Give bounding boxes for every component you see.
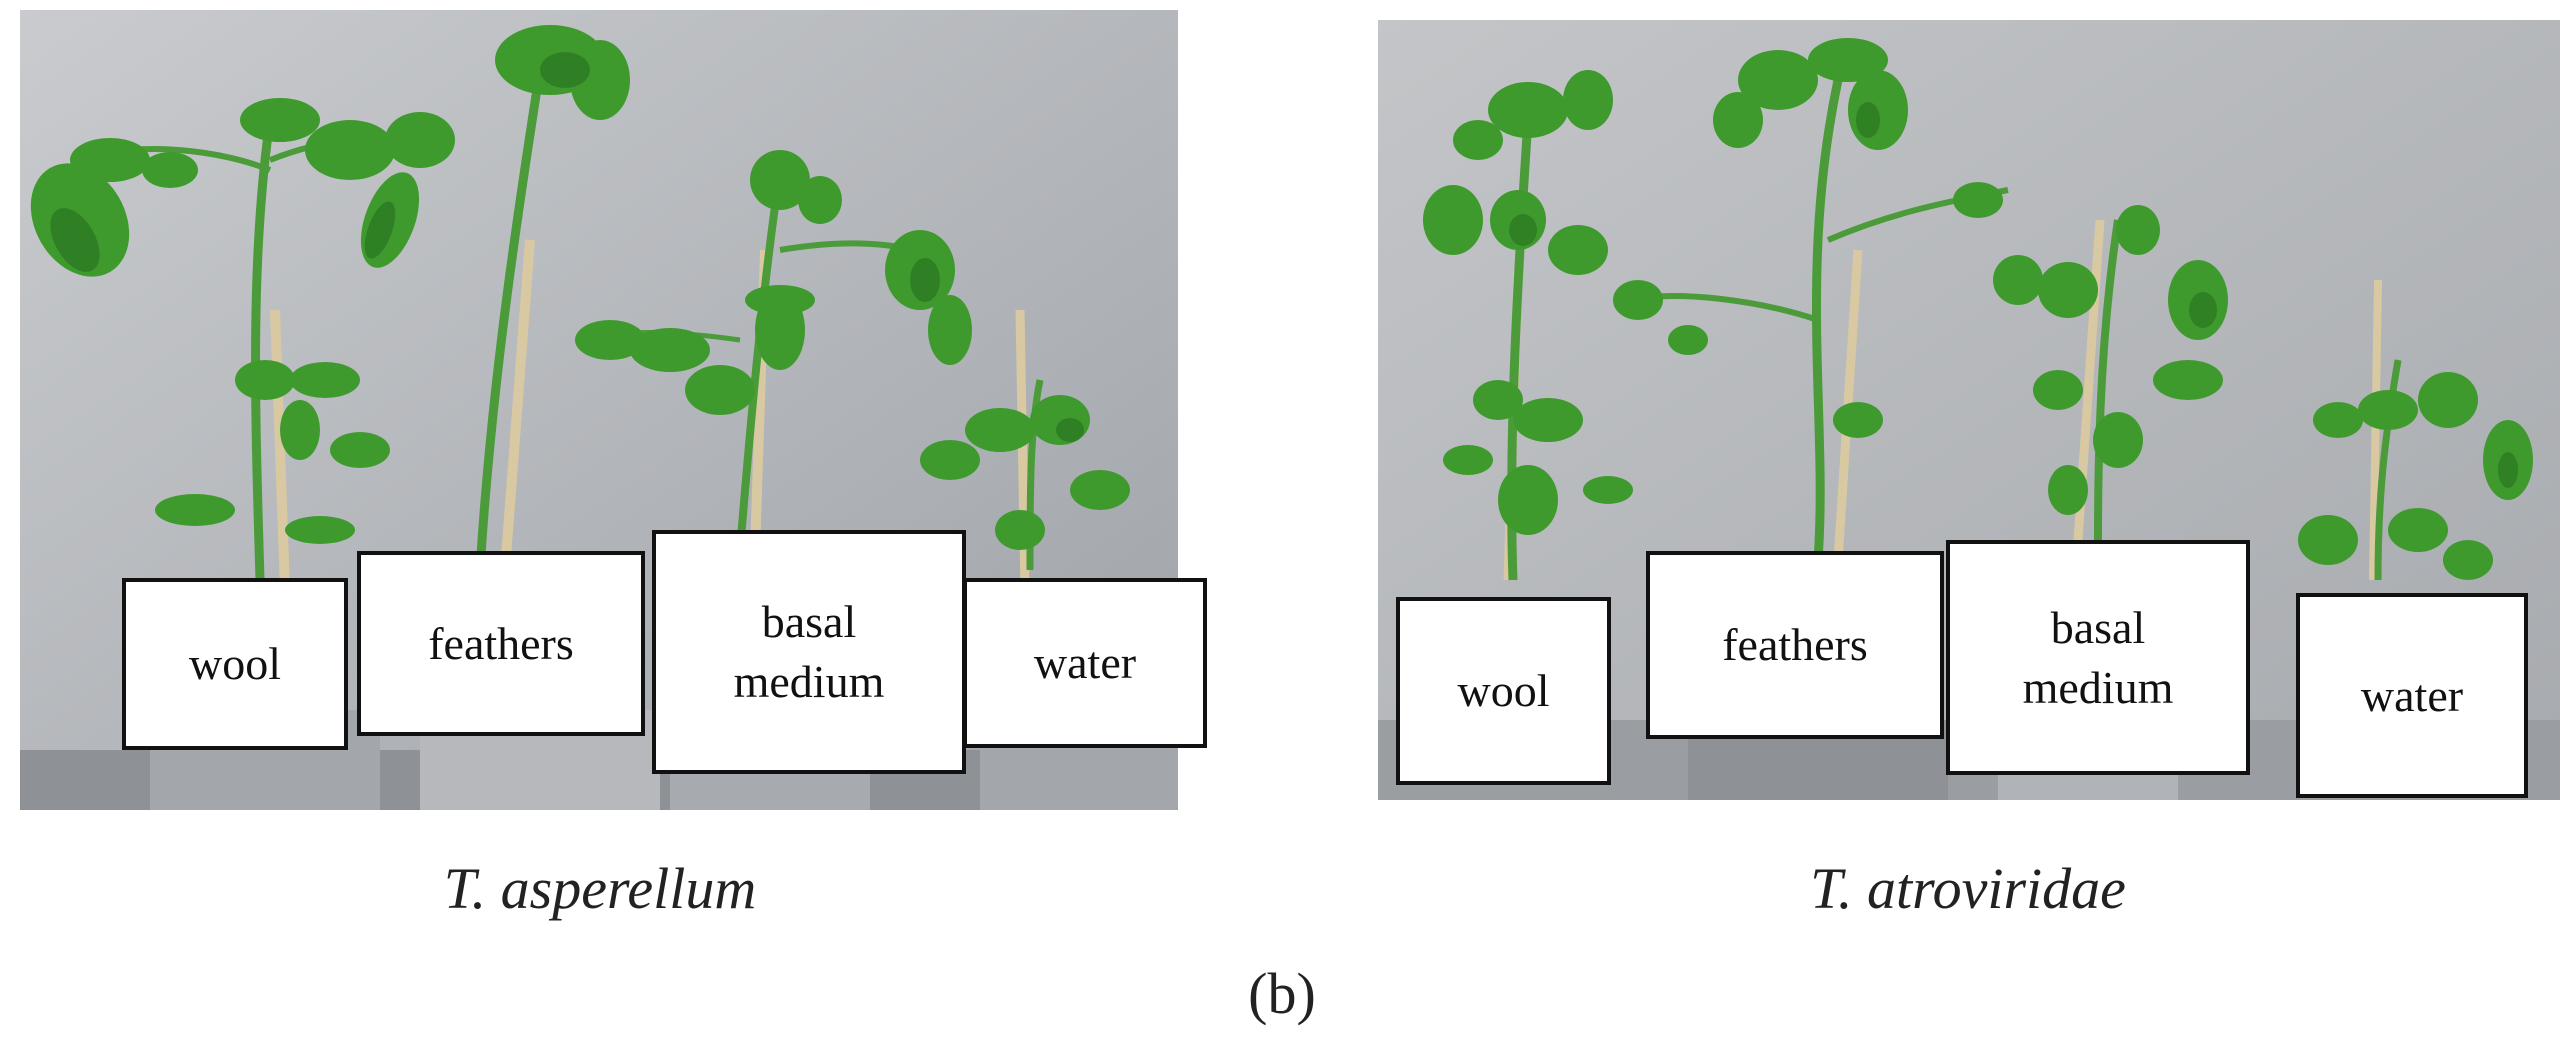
label-basal-medium-left: basal medium: [652, 530, 966, 774]
label-water-left: water: [963, 578, 1207, 748]
label-water-right: water: [2296, 593, 2528, 798]
caption-left: T. asperellum: [443, 856, 757, 921]
figure-sublabel: (b): [1248, 961, 1316, 1026]
label-feathers-right: feathers: [1646, 551, 1944, 739]
photo-left: [20, 10, 1178, 810]
caption-right: T. atroviridae: [1810, 856, 2126, 921]
label-wool-left: wool: [122, 578, 348, 750]
label-basal-medium-left-text: basal medium: [733, 596, 885, 707]
label-wool-right: wool: [1396, 597, 1611, 785]
label-feathers-left: feathers: [357, 551, 645, 736]
label-basal-medium-right-text: basal medium: [2022, 601, 2174, 713]
label-basal-medium-right: basal medium: [1946, 540, 2250, 775]
